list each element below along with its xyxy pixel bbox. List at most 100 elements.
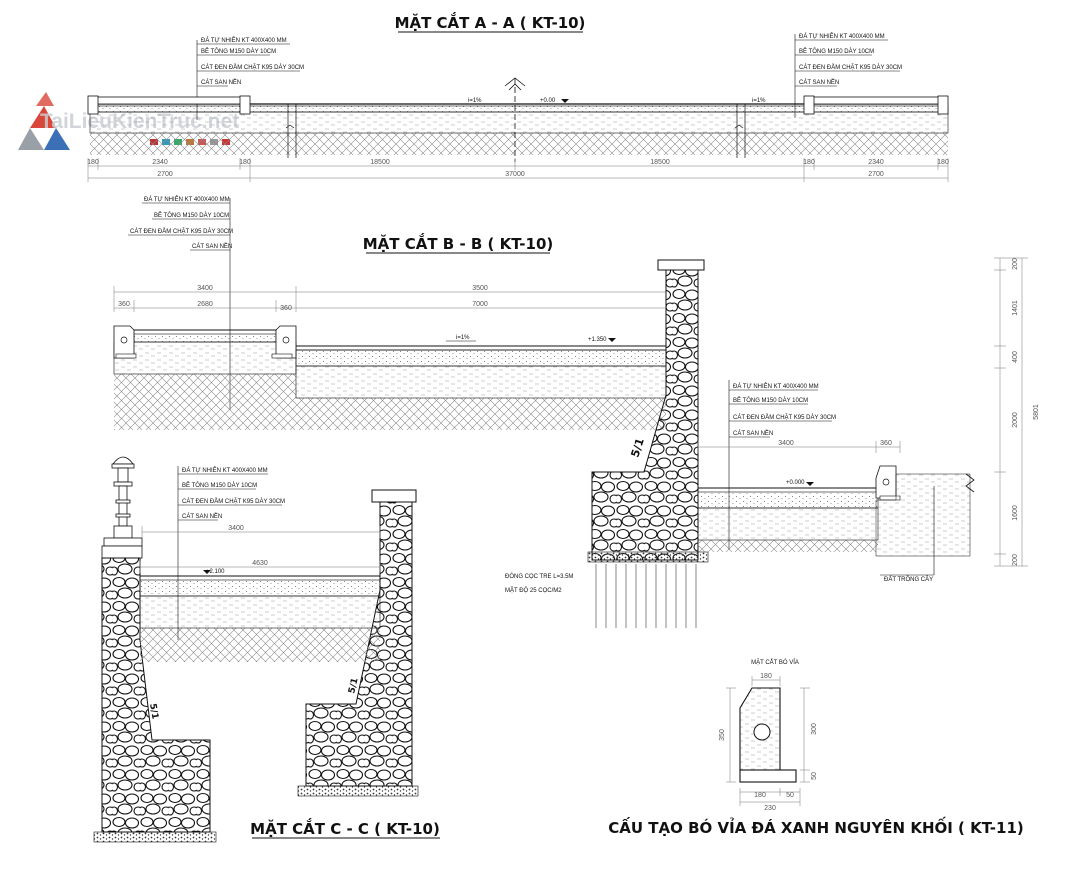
section-bb-vdim-200-bottom: 200 [1012, 554, 1019, 566]
watermark-logo-icon [18, 92, 70, 150]
section-aa-curb-right-inner [803, 95, 815, 115]
section-aa-level: +0.00 [540, 98, 556, 104]
section-bb-lower-dim-360: 360 [880, 440, 892, 447]
section-bb-title: MẶT CẮT B - B ( KT-10) [363, 232, 554, 253]
section-bb-dim-3400: 3400 [197, 285, 213, 292]
section-bb-dim-7000: 7000 [472, 301, 488, 308]
section-aa-dim-8: 180 [937, 159, 949, 166]
section-bb-main-sand [295, 365, 667, 399]
section-aa-title: MẶT CẮT A - A ( KT-10) [395, 11, 586, 32]
section-bb-lower-callout: ĐÁ TỰ NHIÊN KT 400X400 MM BÊ TÔNG M150 D… [728, 380, 836, 550]
section-cc-level: +2.100 [206, 569, 225, 575]
section-bb-curb-right [275, 325, 297, 359]
section-bb-vdim-2000: 2000 [1012, 412, 1019, 428]
section-bb: MẶT CẮT B - B ( KT-10) ĐÁ TỰ NHIÊN KT 40… [113, 195, 1040, 628]
section-cc-dim-3400: 3400 [228, 525, 244, 532]
section-cc-level-marker-icon [203, 570, 211, 574]
section-bb-planting-bed [875, 473, 971, 557]
section-aa-slope-right: i=1% [752, 98, 766, 104]
section-cc-concrete [139, 579, 381, 597]
section-bb-layer-3: CÁT ĐEN ĐẦM CHẶT K95 DÀY 30CM [130, 228, 233, 235]
section-bb-piles-line2: MẬT ĐỘ 25 CỌC/M2 [505, 587, 562, 594]
curb-dim-height: 350 [719, 729, 726, 741]
section-bb-break-line-icon [965, 473, 975, 493]
section-aa-walkway-left [93, 96, 245, 105]
curb-drain-hole-icon [753, 723, 771, 741]
section-aa-slope-left: i=1% [468, 98, 482, 104]
section-aa-curb-left-outer [87, 95, 99, 115]
section-aa-drains [285, 104, 746, 158]
section-aa-walkway-right [811, 96, 943, 105]
section-aa-dim-4: 18500 [370, 159, 390, 166]
section-bb-lower-concrete [697, 491, 879, 509]
section-aa-right-layer-4: CÁT SAN NỀN [799, 79, 839, 86]
section-aa-curb-left-inner [239, 95, 251, 115]
section-bb-lower-sand [697, 507, 879, 541]
section-aa-layer-1: ĐÁ TỰ NHIÊN KT 400X400 MM [201, 36, 287, 44]
curb-base [739, 769, 797, 783]
section-cc-wall-cap [371, 489, 417, 503]
section-bb-layer-4: CÁT SAN NỀN [192, 243, 232, 250]
section-aa-concrete-layer [89, 105, 949, 113]
section-bb-main-subgrade [296, 398, 666, 430]
section-aa: MẶT CẮT A - A ( KT-10) ĐÁ TỰ NHIÊN KT 40… [87, 11, 949, 182]
section-aa-layer-3: CÁT ĐEN ĐẦM CHẶT K95 DÀY 30CM [201, 64, 304, 71]
section-cc-layer-4: CÁT SAN NỀN [182, 513, 222, 520]
section-aa-dim-3: 180 [239, 159, 251, 166]
section-bb-vdim-200-top: 200 [1012, 258, 1019, 270]
curb-dim-bottom-a: 180 [754, 792, 766, 799]
section-bb-lower-layer-3: CÁT ĐEN ĐẦM CHẶT K95 DÀY 30CM [733, 414, 836, 421]
section-cc-callout: ĐÁ TỰ NHIÊN KT 400X400 MM BÊ TÔNG M150 D… [177, 466, 285, 640]
section-bb-retaining-wall [591, 269, 699, 561]
section-bb-slope: i=1% [456, 335, 470, 341]
section-cc-dim-4630: 4630 [252, 560, 268, 567]
curb-dim-top: 180 [760, 673, 772, 680]
curb-dimensions [726, 676, 810, 806]
section-bb-lower-dim-3400: 3400 [778, 440, 794, 447]
section-bb-wall-cap [657, 259, 705, 271]
section-cc-dimensions [139, 526, 381, 573]
section-bb-piles-line1: ĐÓNG CỌC TRE L=3.5M [505, 573, 573, 580]
section-aa-centerline-icon [504, 77, 526, 162]
curb-subtitle: MẶT CẮT BÓ VỈA [751, 658, 799, 666]
section-aa-dim-7: 2340 [868, 159, 884, 166]
section-bb-vertical-dimensions [994, 257, 1028, 567]
section-bb-planting-soil: ĐẤT TRỒNG CÂY [884, 576, 933, 583]
section-aa-sand-layer [89, 111, 949, 134]
section-cc-sand [139, 595, 381, 629]
section-aa-right-layer-3: CÁT ĐEN ĐẦM CHẶT K95 DÀY 30CM [799, 64, 902, 71]
curb-dim-bottom-total: 230 [764, 805, 776, 812]
section-bb-layer-1: ĐÁ TỰ NHIÊN KT 400X400 MM [144, 195, 230, 203]
section-bb-main-concrete [295, 349, 667, 367]
section-aa-callout-left: ĐÁ TỰ NHIÊN KT 400X400 MM BÊ TÔNG M150 D… [196, 36, 304, 120]
section-bb-vdim-400: 400 [1012, 351, 1019, 363]
section-bb-lower-layer-2: BÊ TÔNG M150 DÀY 10CM [733, 396, 808, 404]
curb-title: CẤU TẠO BÓ VỈA ĐÁ XANH NGUYÊN KHỐI ( KT-… [608, 816, 1024, 837]
section-bb-curb-left [113, 325, 135, 359]
section-bb-wall-slope: 5/1 [628, 437, 646, 459]
section-bb-layer-2: BÊ TÔNG M150 DÀY 10CM [154, 211, 229, 219]
section-bb-bamboo-piles [595, 564, 697, 628]
section-cc-slope-right: 5/1 [347, 677, 361, 695]
section-bb-upper-subgrade [114, 374, 296, 430]
section-bb-level-lower-marker-icon [806, 482, 814, 486]
curb-detail: MẶT CẮT BÓ VỈA 180 350 300 50 180 50 230 [608, 658, 1024, 837]
curb-dim-bottom-b: 50 [786, 792, 794, 799]
section-bb-vdim-total: 5801 [1033, 404, 1040, 420]
section-bb-lower-layer-1: ĐÁ TỰ NHIÊN KT 400X400 MM [733, 382, 819, 390]
section-aa-dim-2: 2340 [152, 159, 168, 166]
section-bb-vdim-1401: 1401 [1012, 300, 1019, 316]
section-cc-layer-1: ĐÁ TỰ NHIÊN KT 400X400 MM [182, 466, 268, 474]
curb-dim-right-small: 50 [811, 772, 818, 780]
section-cc-title: MẶT CẮT C - C ( KT-10) [250, 817, 440, 838]
section-aa-dim-5: 18500 [650, 159, 670, 166]
section-bb-dim-360-left: 360 [118, 301, 130, 308]
section-bb-dim-3500: 3500 [472, 285, 488, 292]
section-cc-slope-left: 5/1 [147, 703, 160, 720]
section-aa-right-layer-2: BÊ TÔNG M150 DÀY 10CM [799, 47, 874, 55]
section-cc-footing-left [93, 831, 217, 843]
section-cc-subgrade [140, 628, 380, 662]
section-bb-lower-curb [875, 465, 897, 499]
section-aa-dim-total-middle: 37000 [505, 171, 525, 178]
